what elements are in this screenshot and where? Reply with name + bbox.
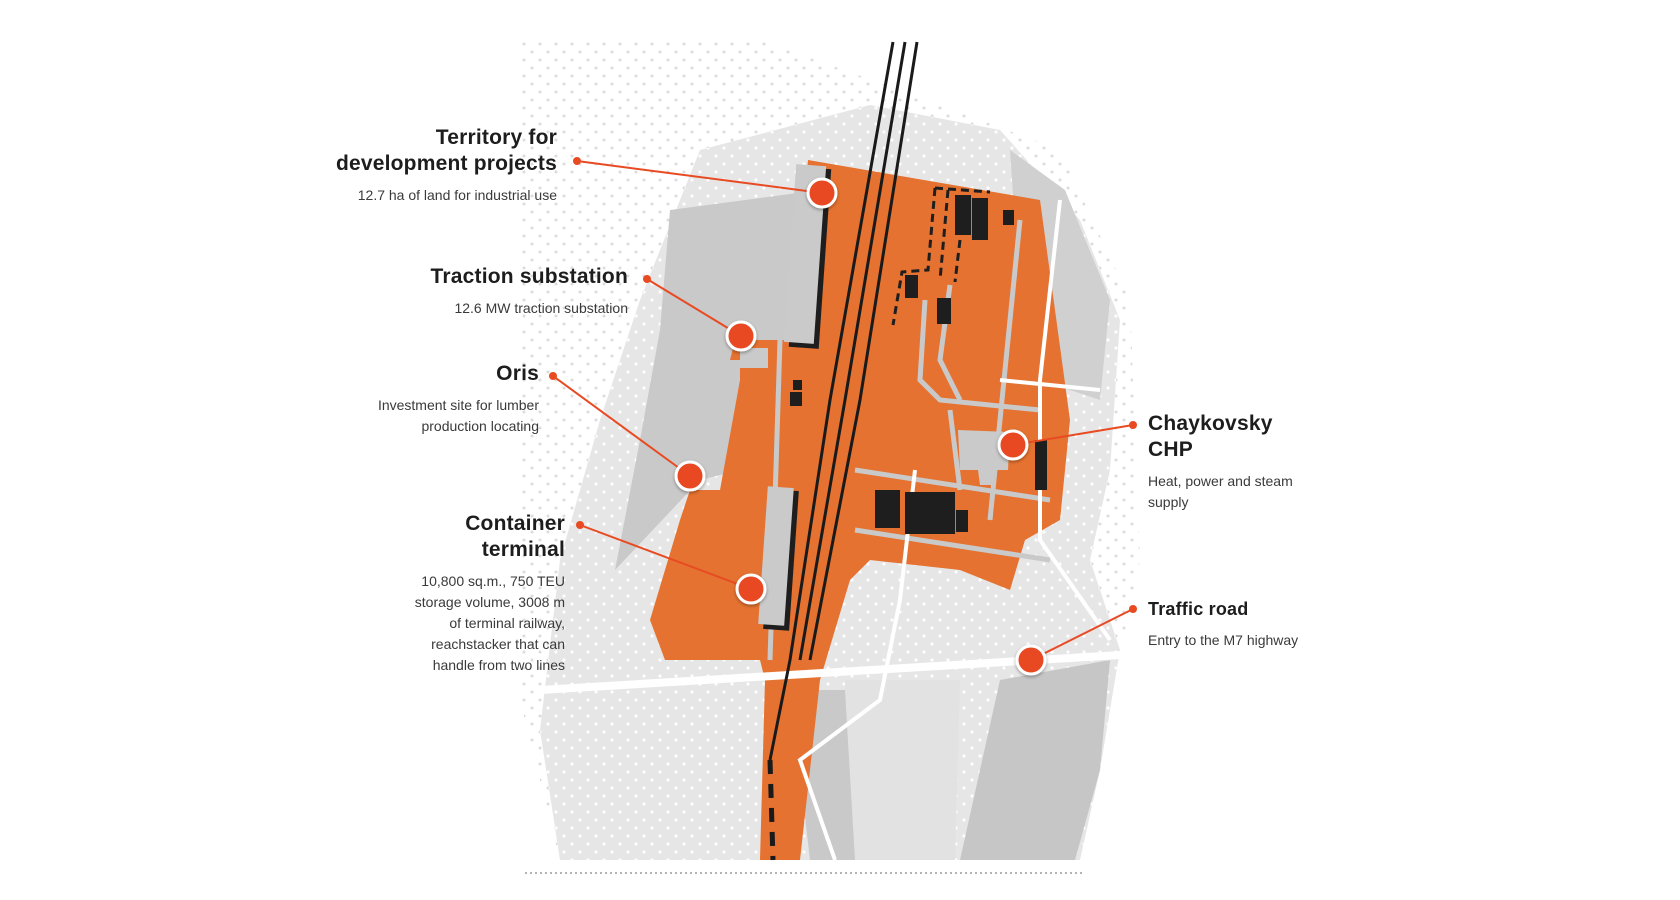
marker-oris[interactable] [674, 460, 706, 492]
callout-desc: 10,800 sq.m., 750 TEU storage volume, 30… [414, 573, 565, 673]
callout-oris: Oris Investment site for lumber producti… [239, 361, 539, 437]
industrial-site [650, 160, 1070, 860]
buildings [790, 195, 1047, 534]
leader-dot-icon [1129, 605, 1137, 613]
callout-desc: Heat, power and steam supply [1148, 473, 1293, 510]
callout-traction: Traction substation 12.6 MW traction sub… [328, 264, 629, 319]
leader-dot-icon [573, 157, 581, 165]
dashed-boundaries [891, 186, 991, 326]
leader-dot-icon [549, 372, 557, 380]
callout-container: Container terminal 10,800 sq.m., 750 TEU… [265, 511, 565, 676]
callout-chp: Chaykovsky CHP Heat, power and steam sup… [1148, 411, 1408, 513]
leader-lines [552, 160, 1134, 661]
callout-title: Container terminal [465, 512, 565, 561]
callout-title: Territory for development projects [335, 126, 557, 175]
marker-territory[interactable] [806, 177, 838, 209]
railway [767, 41, 919, 861]
marker-traction[interactable] [725, 320, 757, 352]
leader-dot-icon [1129, 421, 1137, 429]
land-mid [615, 150, 1110, 860]
leader-dots [549, 157, 1137, 613]
callout-desc: 12.7 ha of land for industrial use [357, 187, 557, 203]
callout-title: Traffic road [1148, 599, 1249, 619]
callout-title: Chaykovsky CHP [1148, 412, 1273, 461]
warehouses [740, 164, 1010, 631]
callout-desc: 12.6 MW traction substation [454, 300, 628, 316]
markers[interactable] [674, 177, 1047, 676]
callout-desc: Entry to the M7 highway [1148, 632, 1299, 648]
leader-dot-icon [643, 275, 651, 283]
callout-desc: Investment site for lumber production lo… [377, 397, 539, 434]
callout-road: Traffic road Entry to the M7 highway [1148, 596, 1408, 651]
leader-dot-icon [576, 521, 584, 529]
callout-title: Oris [496, 362, 539, 385]
callout-title: Traction substation [430, 265, 628, 288]
marker-chp[interactable] [997, 429, 1029, 461]
marker-container[interactable] [735, 573, 767, 605]
callout-territory: Territory for development projects 12.7 … [257, 125, 557, 206]
marker-road[interactable] [1015, 644, 1047, 676]
